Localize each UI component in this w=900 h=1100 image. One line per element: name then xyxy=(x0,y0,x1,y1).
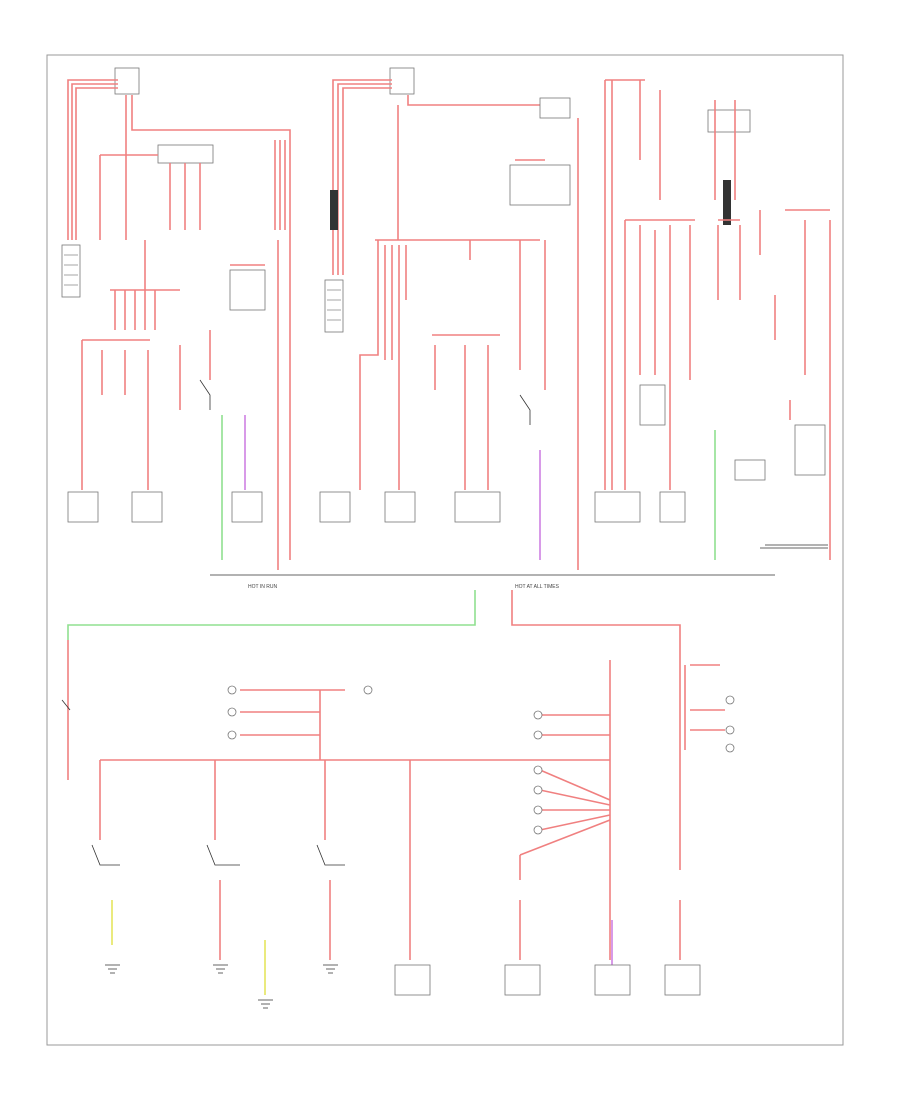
relay-box xyxy=(539,97,571,119)
connector-icon xyxy=(725,743,735,753)
ground-icon xyxy=(258,999,273,1009)
battery-icon xyxy=(61,244,81,298)
connector-icon xyxy=(725,725,735,735)
battery-icon xyxy=(324,279,344,333)
bus-label-left: HOT IN RUN xyxy=(248,584,277,590)
connector-icon xyxy=(725,695,735,705)
connector-icon xyxy=(363,685,373,695)
module-box xyxy=(67,491,99,523)
connector-icon xyxy=(227,707,237,717)
module-box xyxy=(319,491,351,523)
relay-box xyxy=(509,164,571,206)
module-box xyxy=(639,384,666,426)
connector-icon xyxy=(533,785,543,795)
connector-icon xyxy=(533,825,543,835)
module-box xyxy=(504,964,541,996)
connector-icon xyxy=(227,685,237,695)
bus-label-middle: HOT AT ALL TIMES xyxy=(515,584,560,590)
connector-block xyxy=(389,67,415,95)
ground-icon xyxy=(213,964,228,974)
diagram-frame xyxy=(46,54,844,1046)
connector-icon xyxy=(533,730,543,740)
module-box xyxy=(734,459,766,481)
module-box xyxy=(794,424,826,476)
module-box xyxy=(394,964,431,996)
connector-block xyxy=(114,67,140,95)
module-box xyxy=(384,491,416,523)
fusible-link xyxy=(330,190,338,230)
fuse-block xyxy=(157,144,214,164)
module-box xyxy=(131,491,163,523)
connector-icon xyxy=(227,730,237,740)
module-box xyxy=(231,491,263,523)
module-box xyxy=(664,964,701,996)
fusible-link xyxy=(723,180,731,225)
relay-box xyxy=(229,269,266,311)
module-box xyxy=(659,491,686,523)
connector-block xyxy=(707,109,751,133)
connector-icon xyxy=(533,765,543,775)
ground-icon xyxy=(323,964,338,974)
top-middle-section xyxy=(319,67,579,570)
power-bus: HOT IN RUN HOT AT ALL TIMES xyxy=(67,574,775,660)
top-right-section xyxy=(594,79,831,560)
module-box xyxy=(594,491,641,523)
module-box xyxy=(454,491,501,523)
top-left-section xyxy=(61,67,291,570)
connector-icon xyxy=(533,710,543,720)
module-box xyxy=(594,964,631,996)
ground-icon xyxy=(105,964,120,974)
connector-icon xyxy=(533,805,543,815)
bottom-section xyxy=(61,640,735,1009)
